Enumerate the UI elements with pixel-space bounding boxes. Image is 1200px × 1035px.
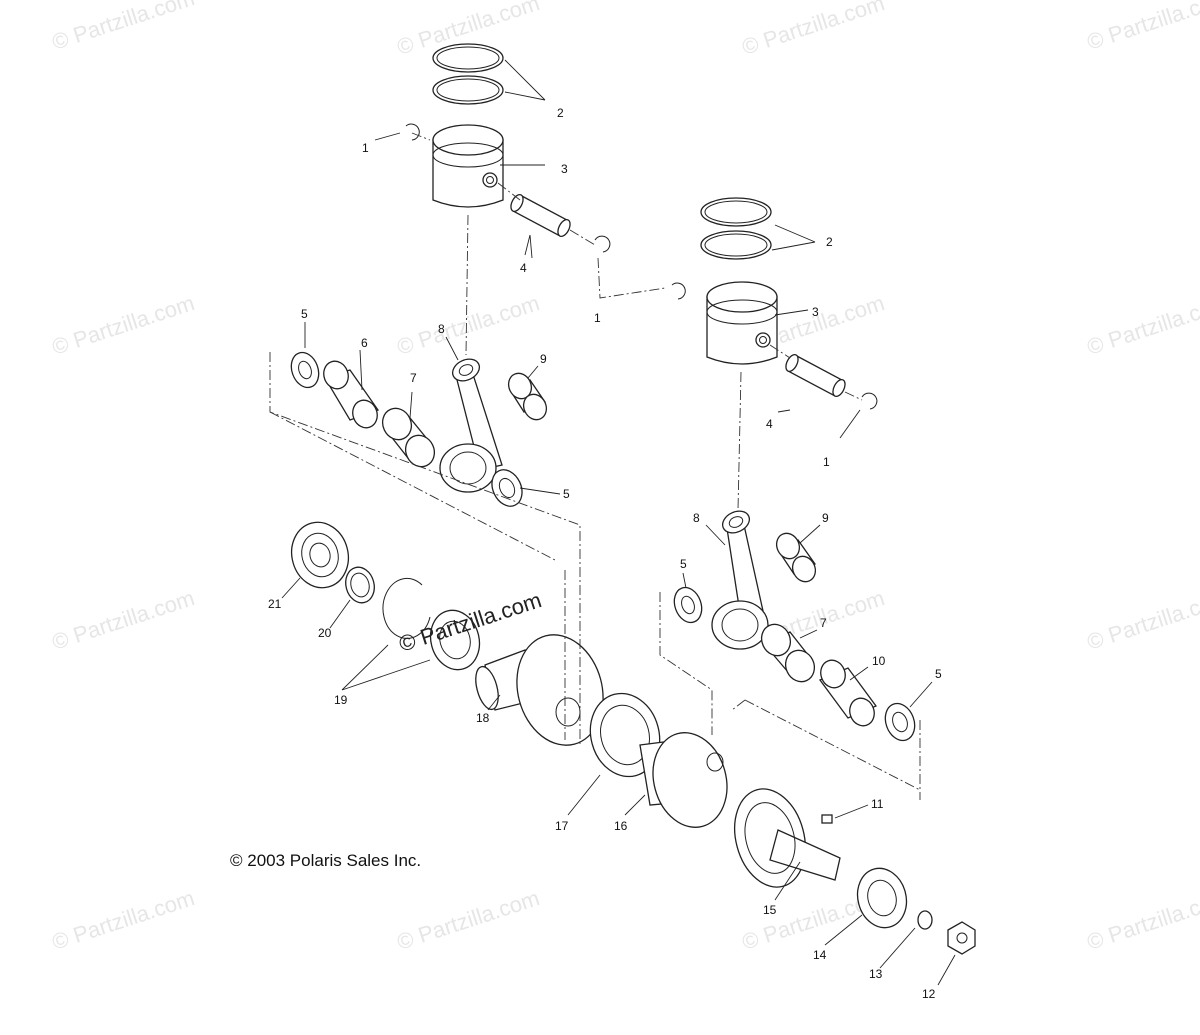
right-thrust-washer-upper: [673, 586, 703, 624]
callout-17: 17: [555, 819, 569, 833]
callout-3: 3: [812, 305, 819, 319]
left-circlip-top: [405, 123, 420, 141]
callout-11: 11: [871, 797, 884, 811]
left-con-rod: [439, 358, 503, 493]
watermark: © Partzilla.com: [49, 290, 198, 360]
watermark: © Partzilla.com: [1084, 0, 1200, 55]
callout-3: 3: [561, 162, 568, 176]
left-crank-pin: [323, 360, 380, 429]
callout-4: 4: [766, 417, 773, 431]
left-needle-bearing-lower: [381, 407, 436, 468]
right-needle-bearing-lower: [760, 623, 816, 683]
alignment-lines: [269, 132, 921, 800]
callout-8: 8: [693, 511, 700, 525]
watermark: © Partzilla.com: [1084, 885, 1200, 955]
right-crank-pin: [818, 659, 878, 727]
left-thrust-washer-upper: [290, 351, 320, 389]
callout-12: 12: [922, 987, 936, 1001]
right-circlip-right: [861, 392, 878, 410]
left-piston-rings: [432, 43, 504, 105]
right-piston: [706, 281, 778, 365]
callout-7: 7: [820, 616, 827, 630]
lock-washer: [917, 910, 933, 930]
callout-21: 21: [268, 597, 282, 611]
callout-10: 10: [872, 654, 886, 668]
copyright-text: © 2003 Polaris Sales Inc.: [230, 851, 421, 870]
callout-2: 2: [557, 106, 564, 120]
crank-half-left: [475, 634, 604, 746]
seal-bearing: [429, 609, 481, 671]
callout-18: 18: [476, 711, 490, 725]
right-con-rod: [711, 510, 769, 650]
right-circlip-top: [671, 282, 686, 300]
right-needle-bearing-upper: [775, 532, 817, 583]
watermark: © Partzilla.com: [1084, 290, 1200, 360]
callout-9: 9: [822, 511, 829, 525]
watermark-layer: © Partzilla.com © Partzilla.com © Partzi…: [49, 0, 1200, 955]
crank-half-right: [734, 788, 841, 888]
callout-1: 1: [362, 141, 369, 155]
callout-5: 5: [935, 667, 942, 681]
left-thrust-washer-lower: [491, 469, 523, 507]
watermark: © Partzilla.com: [394, 290, 543, 360]
callout-9: 9: [540, 352, 547, 366]
callout-13: 13: [869, 967, 883, 981]
callout-5: 5: [563, 487, 570, 501]
callout-1: 1: [823, 455, 830, 469]
shim-washer: [345, 566, 375, 604]
watermark: © Partzilla.com: [49, 585, 198, 655]
watermark: © Partzilla.com: [1084, 585, 1200, 655]
right-piston-pin: [785, 354, 846, 397]
main-bearing-right: [856, 867, 908, 929]
left-circlip-right: [594, 235, 611, 253]
watermark: © Partzilla.com: [49, 0, 198, 55]
callout-6: 6: [361, 336, 368, 350]
right-thrust-washer-lower: [884, 702, 916, 742]
callout-4: 4: [520, 261, 527, 275]
callout-19: 19: [334, 693, 348, 707]
callout-15: 15: [763, 903, 777, 917]
callout-14: 14: [813, 948, 827, 962]
watermark: © Partzilla.com: [394, 885, 543, 955]
callout-20: 20: [318, 626, 332, 640]
main-bearing-left: [290, 521, 350, 589]
snap-ring: [382, 578, 431, 639]
nut: [947, 921, 976, 955]
leader-lines: [281, 59, 956, 986]
right-piston-rings: [700, 197, 772, 260]
left-piston: [432, 124, 504, 208]
callout-2: 2: [826, 235, 833, 249]
watermark: © Partzilla.com: [49, 885, 198, 955]
callout-1: 1: [594, 311, 601, 325]
callout-7: 7: [410, 371, 417, 385]
callout-8: 8: [438, 322, 445, 336]
callout-16: 16: [614, 819, 628, 833]
woodruff-key: [821, 814, 833, 824]
callouts: 1 2 3 4 1 2 3 4 1 5 6 7 8 9 5 8 9 5 7 10…: [268, 106, 942, 1001]
left-piston-pin: [510, 194, 571, 237]
left-needle-bearing-upper: [507, 372, 548, 421]
watermark: © Partzilla.com: [739, 0, 888, 60]
callout-5: 5: [301, 307, 308, 321]
callout-5: 5: [680, 557, 687, 571]
crank-center-section: [589, 692, 728, 828]
